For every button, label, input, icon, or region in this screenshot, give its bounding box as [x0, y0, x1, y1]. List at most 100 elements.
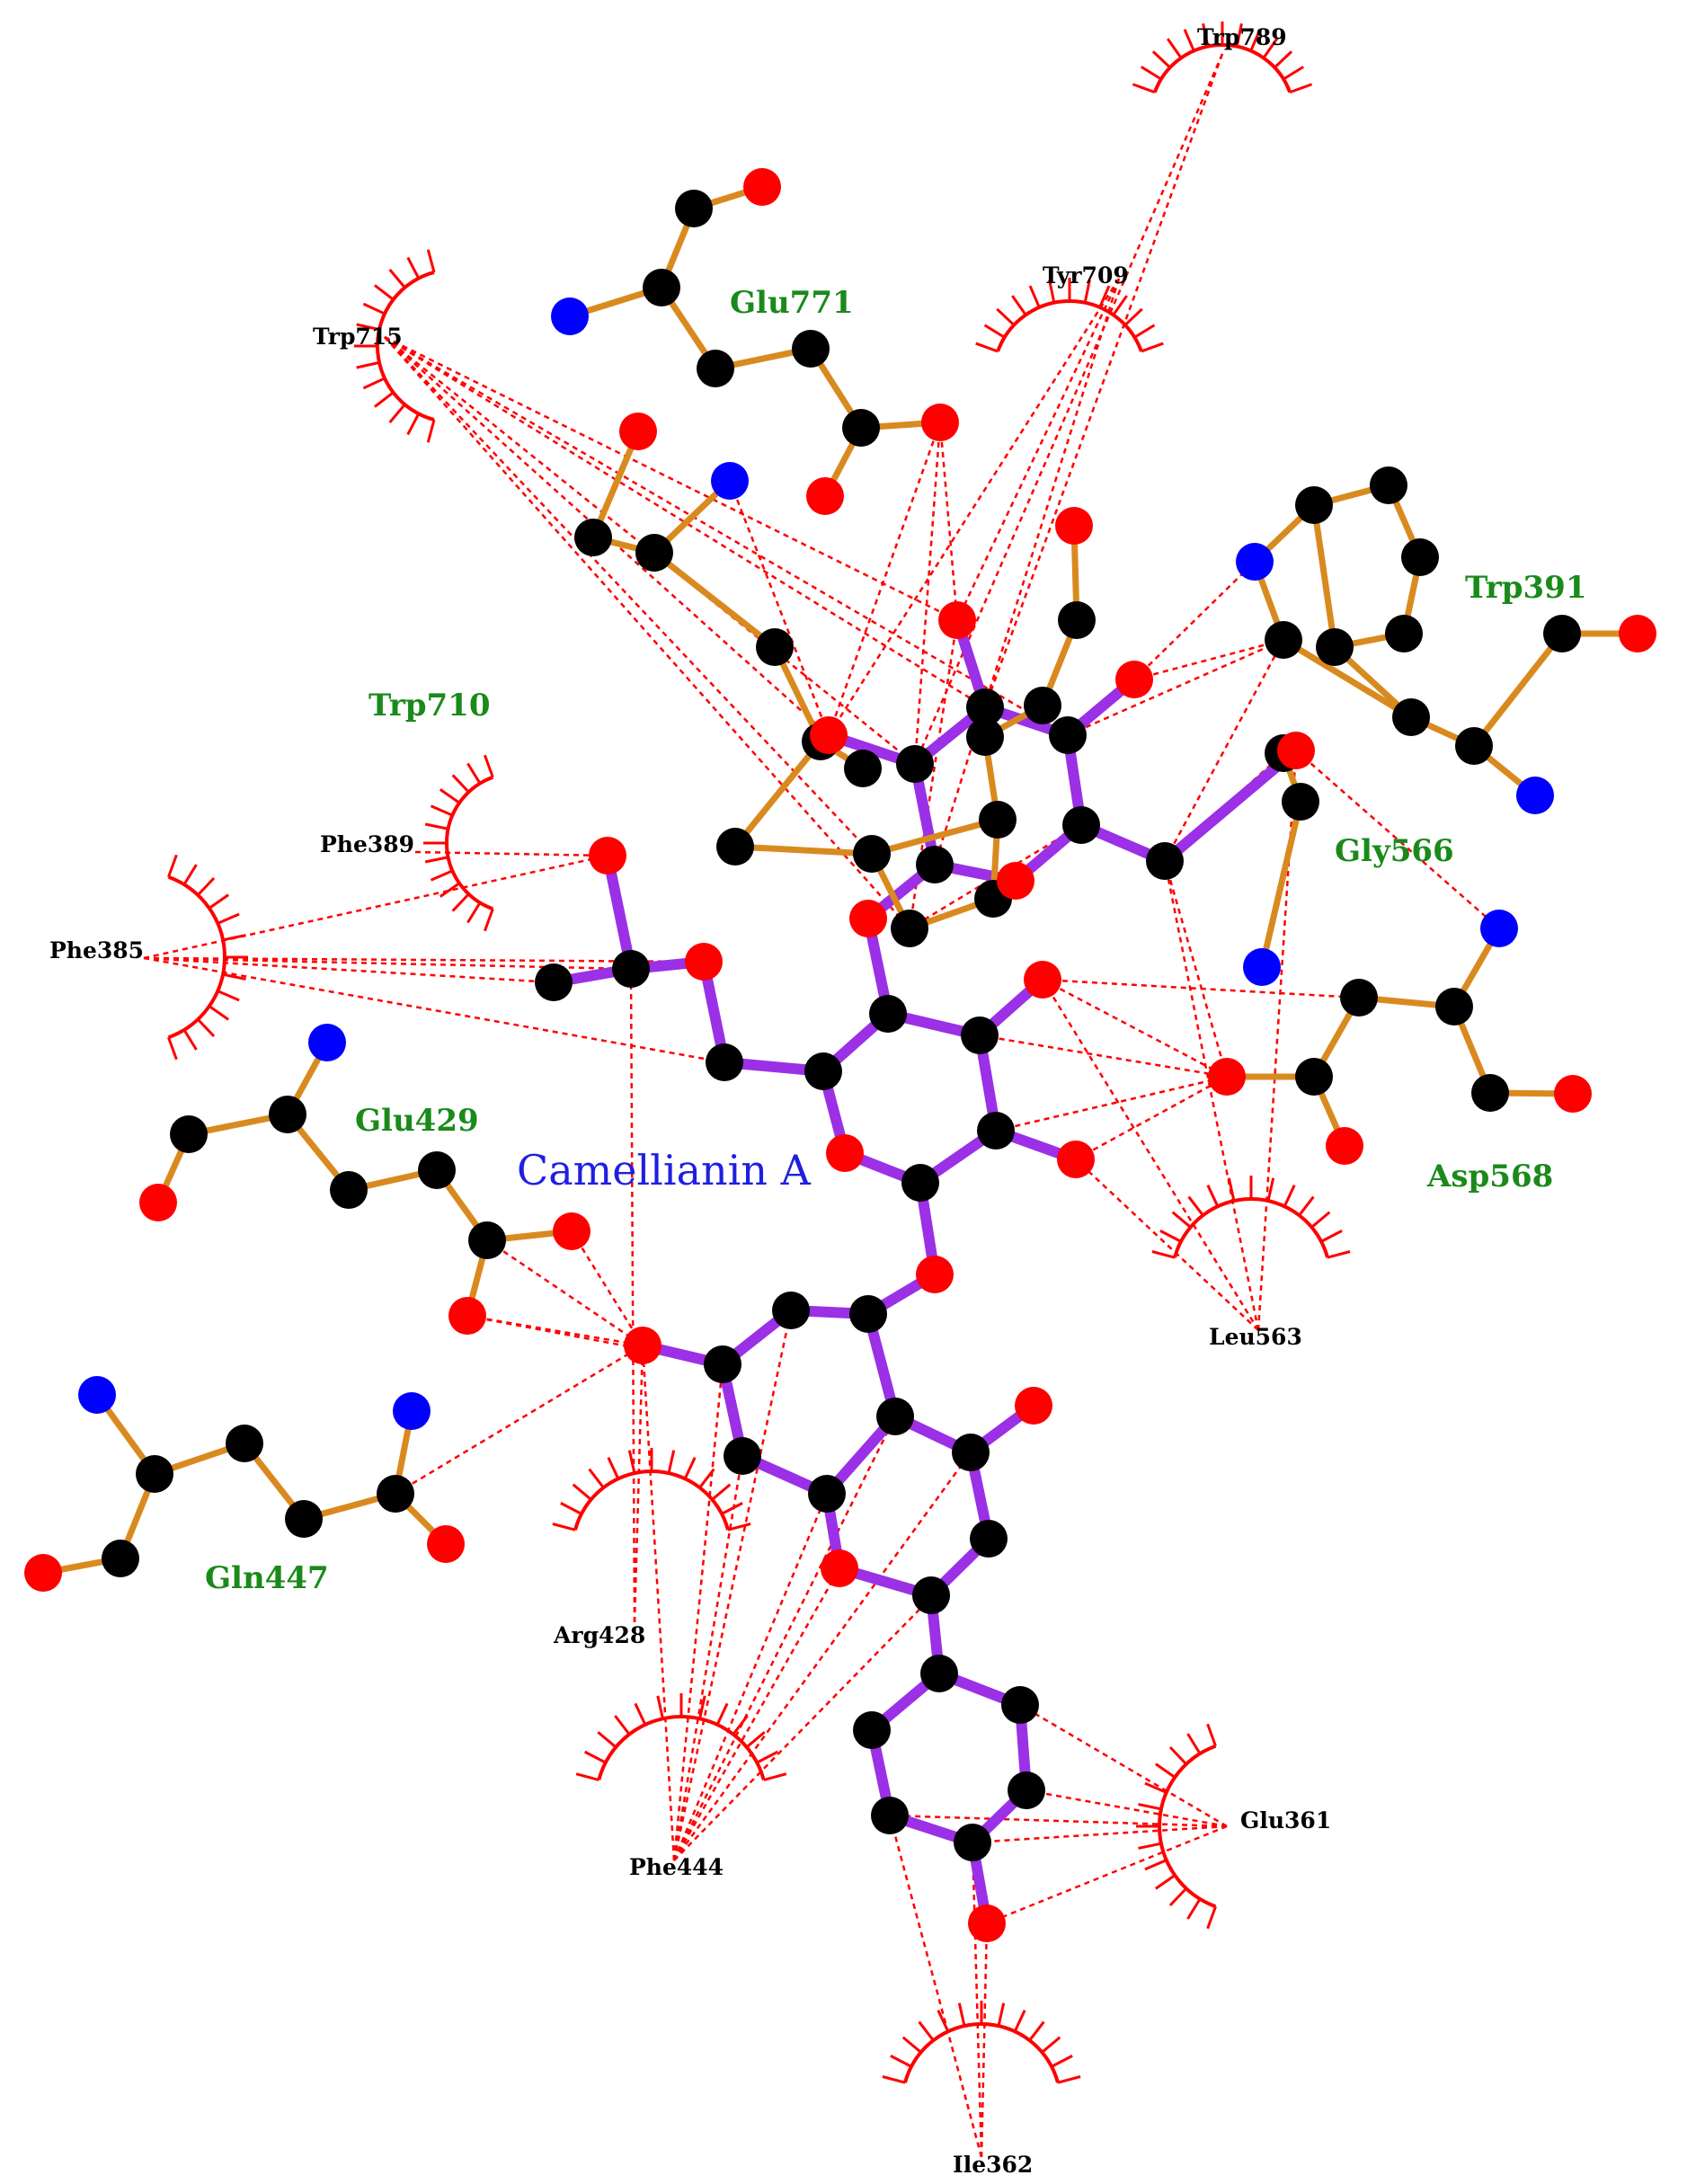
contact-line-24 — [672, 1310, 793, 1861]
arc-spoke-tyr709-0 — [975, 342, 999, 353]
arc-spoke-arg428-10 — [711, 1483, 732, 1501]
atom-a5 — [1295, 1058, 1333, 1096]
atom-q1 — [308, 1024, 346, 1061]
contact-line-9 — [384, 336, 910, 929]
atom-L13 — [869, 995, 907, 1033]
atom-w1 — [1236, 543, 1274, 581]
arc-ile362 — [903, 2022, 1060, 2083]
arc-spoke-trp789-9 — [1262, 38, 1279, 59]
atom-q4 — [139, 1184, 177, 1221]
atom-a1 — [1340, 979, 1378, 1017]
arc-spoke-trp715-4 — [362, 377, 386, 390]
contact-line-19 — [1163, 860, 1260, 1331]
atom-n4 — [285, 1500, 323, 1538]
atom-q6 — [418, 1151, 456, 1189]
arc-spoke-phe389-0 — [484, 908, 494, 932]
atom-t9 — [853, 835, 891, 873]
atom-t1 — [619, 413, 657, 450]
contact-line-60 — [570, 1230, 644, 1346]
atom-n9 — [24, 1554, 62, 1592]
atom-t10 — [891, 910, 928, 947]
labels: Trp789 Tyr709 Trp715 Phe389 Phe385 Leu56… — [49, 24, 1587, 2178]
atom-L44 — [853, 1711, 891, 1749]
arc-spoke-glu361-10 — [1168, 1745, 1187, 1765]
label-leu563: Leu563 — [1209, 1324, 1302, 1350]
arc-phe385 — [167, 874, 226, 1040]
atom-n2 — [136, 1455, 173, 1493]
arc-spoke-phe385-3 — [208, 893, 229, 910]
arc-spoke-phe385-5 — [222, 934, 246, 942]
atom-q9 — [448, 1297, 486, 1335]
residue-bond-11 — [651, 549, 778, 651]
arc-spoke-glu361-5 — [1138, 1842, 1162, 1850]
atom-q8 — [553, 1212, 590, 1250]
contact-line-41 — [938, 422, 959, 621]
arc-spoke-phe389-4 — [430, 869, 453, 882]
contact-line-11 — [384, 335, 1069, 737]
label-glu361: Glu361 — [1240, 1807, 1331, 1833]
contact-line-37 — [986, 1824, 1228, 1925]
arc-spoke-phe444-3 — [614, 1715, 631, 1736]
arc-spoke-phe389-1 — [466, 901, 482, 924]
contact-line-10 — [384, 335, 986, 709]
contact-line-49 — [1133, 561, 1256, 680]
atom-L29 — [704, 1345, 741, 1383]
arc-spoke-leu563-7 — [1266, 1177, 1275, 1202]
arc-spoke-ile362-0 — [882, 2075, 906, 2084]
arc-spoke-phe444-7 — [698, 1695, 706, 1719]
arc-spoke-glu361-1 — [1186, 1898, 1202, 1920]
arc-spoke-leu563-5 — [1227, 1177, 1236, 1202]
atom-L22 — [612, 950, 650, 988]
contact-line-39 — [888, 1815, 983, 2158]
arc-spoke-phe389-10 — [451, 774, 470, 794]
atom-q3 — [170, 1115, 208, 1153]
label-phe389: Phe389 — [320, 831, 414, 857]
atom-L6 — [1146, 842, 1184, 880]
contact-line-2 — [955, 278, 1121, 621]
atom-L45 — [968, 1904, 1006, 1942]
arc-spoke-leu563-12 — [1327, 1250, 1351, 1259]
arc-spoke-phe444-10 — [745, 1731, 766, 1749]
atom-L28 — [772, 1292, 810, 1329]
atom-L34 — [952, 1434, 990, 1471]
arc-spoke-ile362-5 — [957, 2002, 966, 2027]
atom-L12 — [849, 900, 887, 937]
arc-spoke-ile362-10 — [1041, 2036, 1061, 2054]
arc-spoke-leu563-10 — [1310, 1211, 1331, 1229]
arc-spoke-tyr709-12 — [1141, 342, 1164, 353]
atom-a4 — [1554, 1075, 1592, 1113]
arc-spoke-leu563-8 — [1283, 1185, 1296, 1207]
arc-phe444 — [597, 1715, 766, 1780]
arc-spoke-phe385-7 — [222, 972, 246, 981]
arc-spoke-phe444-12 — [763, 1772, 787, 1781]
arc-spoke-phe385-0 — [167, 854, 178, 878]
label-glu771: Glu771 — [730, 285, 854, 321]
contact-line-12 — [414, 850, 608, 857]
contact-line-63 — [395, 1344, 644, 1496]
arc-spoke-phe385-1 — [182, 864, 198, 885]
arc-spoke-tyr709-11 — [1133, 324, 1156, 339]
arc-spoke-trp715-5 — [356, 360, 380, 369]
arc-spoke-arg428-8 — [683, 1457, 697, 1479]
arc-spoke-arg428-2 — [572, 1483, 592, 1501]
arc-spoke-leu563-3 — [1187, 1195, 1204, 1217]
atom-L8 — [997, 862, 1034, 900]
atom-w9 — [1455, 727, 1493, 765]
atom-L15 — [1024, 961, 1061, 999]
atom-n3 — [226, 1425, 263, 1462]
atom-L7 — [1277, 732, 1315, 769]
atom-L31 — [724, 1437, 761, 1475]
contact-line-0 — [983, 53, 1224, 708]
label-trp710: Trp710 — [368, 688, 491, 724]
contact-line-20 — [1075, 1159, 1259, 1331]
atom-a3 — [1471, 1074, 1509, 1112]
atom-g4 — [1480, 910, 1518, 947]
atom-n1 — [78, 1376, 116, 1414]
arc-spoke-glu361-3 — [1155, 1874, 1176, 1890]
arc-spoke-trp715-2 — [388, 404, 406, 423]
contact-line-64 — [486, 1238, 644, 1347]
atom-q5 — [330, 1171, 368, 1209]
arc-spoke-arg428-5 — [627, 1450, 636, 1474]
arc-spoke-tyr709-9 — [1112, 295, 1128, 316]
label-gln447: Gln447 — [205, 1560, 329, 1596]
